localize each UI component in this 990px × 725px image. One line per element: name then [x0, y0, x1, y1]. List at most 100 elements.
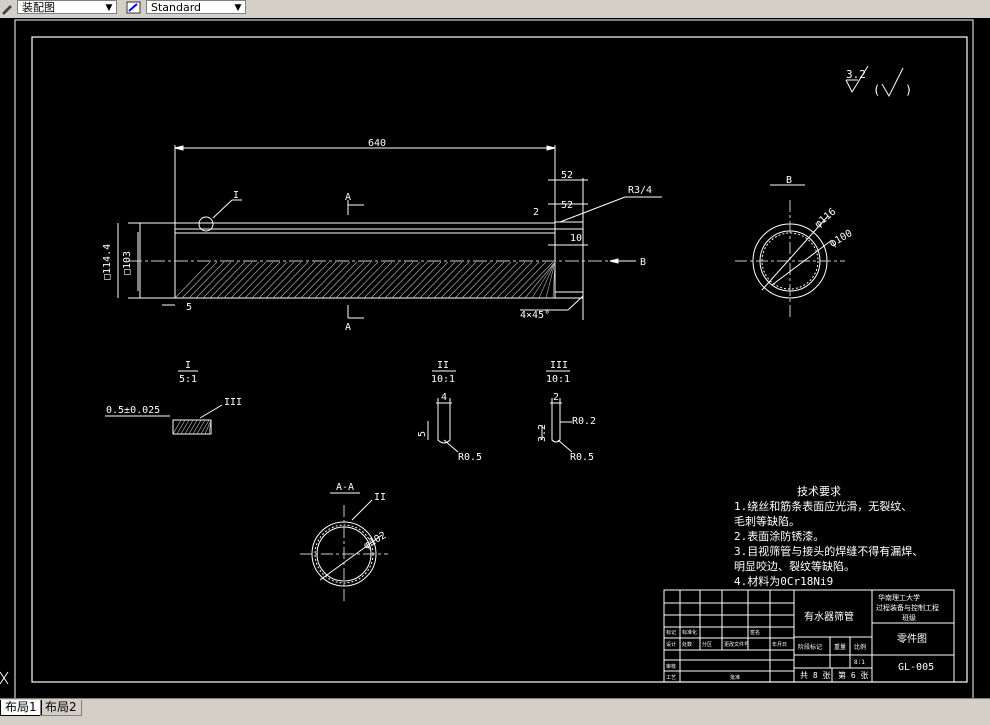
dim-103: □103	[122, 251, 133, 275]
chevron-down-icon[interactable]: ▼	[105, 3, 113, 13]
hatch-line	[510, 261, 547, 299]
hatch-line	[328, 261, 365, 299]
hatch-line	[384, 261, 421, 299]
hatch-line	[433, 261, 470, 299]
hatch-line	[426, 261, 463, 299]
tech-req-line-1: 1.绕丝和筋条表面应光滑，无裂纹、	[734, 499, 912, 513]
drawing-canvas[interactable]: 3.2 ( )	[0, 18, 990, 701]
hatch-line	[244, 261, 281, 299]
detail-III-scale: 10:1	[546, 374, 570, 385]
dim-5b: 5	[417, 431, 428, 437]
hatch-line	[196, 419, 206, 435]
hatch-line	[180, 419, 190, 435]
style-combo[interactable]: Standard ▼	[146, 0, 246, 14]
layer-combo[interactable]: 装配图 ▼	[17, 0, 117, 14]
hatch-line	[265, 261, 302, 299]
dim-4: 4	[441, 392, 447, 403]
layer-combo-value: 装配图	[22, 1, 55, 14]
tb-scale-value: 8:1	[854, 659, 865, 666]
style-icon[interactable]	[126, 0, 142, 14]
hatch-line	[286, 261, 323, 299]
dim-32: 3.2	[537, 424, 548, 442]
hatch-line	[475, 261, 512, 299]
hatch-line	[223, 261, 260, 299]
detail-II-scale: 10:1	[431, 374, 455, 385]
hatch-line	[176, 419, 186, 435]
hatch-line	[391, 261, 428, 299]
dim-tolerance: 0.5±0.025	[106, 405, 160, 416]
dim-r02: R0.2	[572, 416, 596, 427]
hatch-line	[461, 261, 498, 299]
hatch-line	[349, 261, 386, 299]
hatch-line	[321, 261, 358, 299]
hatch-line	[314, 261, 351, 299]
tech-req-line-4: 3.目视筛管与接头的焊缝不得有漏焊、	[734, 544, 923, 558]
callout-III: III	[224, 397, 242, 408]
hatch-line	[496, 261, 533, 299]
hatch-line	[405, 261, 442, 299]
chevron-down-icon[interactable]: ▼	[234, 3, 242, 13]
hatch-line	[208, 419, 212, 435]
hatch-line	[230, 261, 267, 299]
dim-r05a: R0.5	[458, 452, 482, 463]
detail-III	[541, 370, 573, 453]
dim-2: 2	[533, 207, 539, 218]
tech-req-line-6: 4.材料为0Cr18Ni9	[734, 574, 833, 588]
dim-phi116: φ116	[813, 206, 839, 230]
hatch-line	[419, 261, 456, 299]
hatch-line	[204, 419, 212, 435]
tab-layout2[interactable]: 布局2	[40, 700, 82, 716]
tb-row-8: 审核	[666, 663, 676, 670]
hatch-line	[200, 419, 210, 435]
hatch-line	[377, 261, 414, 299]
hatch-line	[545, 261, 556, 299]
detail-I-scale: 5:1	[179, 374, 197, 385]
hatch-line	[454, 261, 491, 299]
tech-requirements: 技术要求 1.绕丝和筋条表面应光滑，无裂纹、 毛刺等缺陷。 2.表面涂防锈漆。 …	[734, 485, 923, 588]
main-view-dim-text: 640 52 52 2 10 R3/4 4×45° 5 I A A B □114…	[102, 138, 652, 333]
tech-req-line-3: 2.表面涂防锈漆。	[734, 529, 824, 543]
tb-sheet-no: 第 6 张	[838, 670, 868, 680]
hatch-line	[258, 261, 295, 299]
dim-2b: 2	[553, 392, 559, 403]
hatch-line	[552, 261, 556, 299]
view-b	[735, 184, 845, 320]
tab-layout1[interactable]: 布局1	[0, 700, 42, 716]
svg-text:): )	[905, 83, 912, 97]
tb-row-3: 更改文件号	[724, 641, 749, 648]
hatch-line	[489, 261, 526, 299]
view-b-title: B	[786, 175, 792, 186]
dim-r34: R3/4	[628, 185, 652, 196]
tb-row-4: 签名	[750, 629, 760, 636]
tb-row-6: 设计	[666, 641, 676, 648]
hatch-line	[538, 261, 556, 299]
hatch-line	[370, 261, 407, 299]
section-aa-callout: II	[374, 492, 386, 503]
section-B-arrow: B	[640, 257, 646, 268]
hatch-line	[188, 261, 225, 299]
tb-dept: 过程装备与控制工程	[876, 603, 939, 612]
cad-drawing: 3.2 ( )	[0, 19, 974, 701]
callout-I: I	[233, 190, 239, 201]
tb-row-2: 分区	[702, 641, 712, 648]
tb-part-name: 有水器筛管	[804, 610, 854, 623]
tb-scale-label: 比例	[854, 643, 866, 651]
hatch-line	[181, 261, 218, 299]
hatch-line	[202, 261, 239, 299]
hatch-line	[342, 261, 379, 299]
dim-114-4: □114.4	[102, 244, 113, 280]
hatch-line	[398, 261, 435, 299]
hatch-line	[468, 261, 505, 299]
section-A-top: A	[345, 192, 351, 203]
dim-chamfer: 4×45°	[520, 310, 550, 321]
hatch-line	[524, 261, 556, 299]
tb-weight-label: 重量	[834, 643, 846, 651]
ucs-icon	[0, 671, 9, 685]
pen-icon[interactable]	[0, 0, 16, 15]
detail-II	[427, 370, 459, 453]
hatch-line	[209, 261, 246, 299]
hatch-line	[195, 261, 232, 299]
tb-row-7: 标准化	[682, 629, 697, 636]
section-aa-view	[300, 492, 388, 603]
hatch-line	[237, 261, 274, 299]
